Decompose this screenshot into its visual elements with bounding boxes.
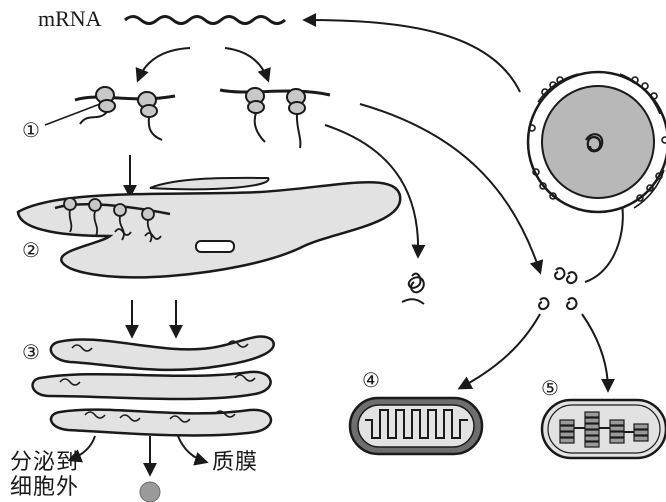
arrow-to-chloroplast (582, 314, 608, 390)
secrete-label-line1: 分泌到 (10, 452, 79, 474)
membrane-label: 质膜 (212, 452, 258, 474)
arrow-from-nucleus-to-mrna (305, 20, 520, 92)
secrete-label-line2: 细胞外 (10, 477, 79, 499)
ribosome-group-left (75, 87, 175, 140)
mitochondrion (350, 398, 482, 454)
sorting-proteins (539, 268, 576, 309)
vesicle (140, 482, 160, 502)
step-1-label: ① (22, 120, 40, 140)
step-5-label: ⑤ (541, 378, 559, 398)
nucleus (528, 72, 666, 212)
step-3-label: ③ (22, 342, 40, 362)
step-4-label: ④ (362, 370, 380, 390)
chloroplast (542, 400, 666, 458)
arrow-mrna-to-free-ribosomes (225, 48, 268, 80)
label-1-leader (45, 104, 100, 125)
arrow-to-mitochondrion (460, 314, 540, 388)
step-2-label: ② (22, 240, 40, 260)
mrna-strand (125, 17, 285, 24)
ribosome-group-right (220, 88, 330, 148)
golgi-apparatus (33, 336, 274, 435)
arrow-mrna-to-er-ribosomes (138, 48, 190, 80)
mrna-label: mRNA (38, 8, 102, 30)
endoplasmic-reticulum (18, 178, 400, 277)
cytosolic-protein (402, 274, 424, 304)
arrow-to-membrane (178, 436, 206, 462)
